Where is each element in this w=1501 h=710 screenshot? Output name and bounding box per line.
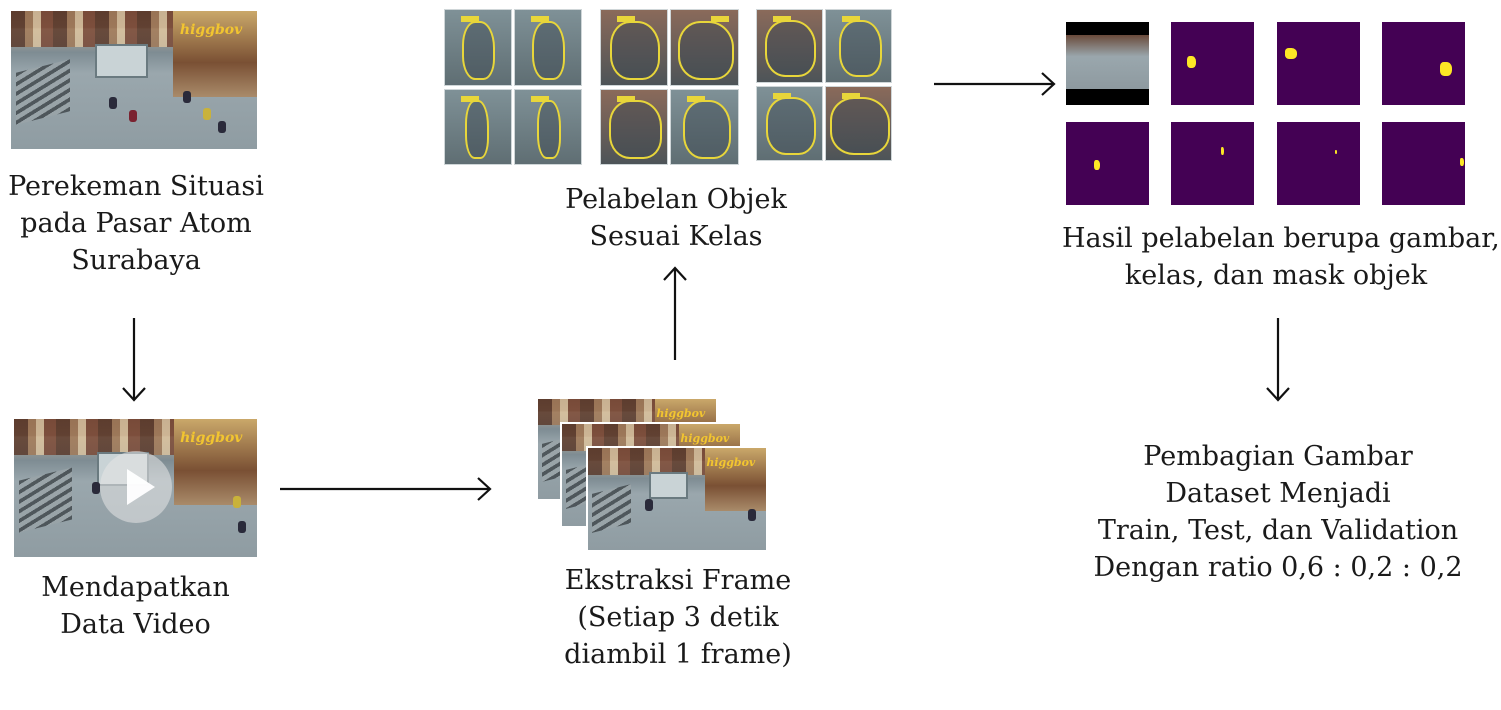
labeled-thumbnail — [600, 9, 668, 86]
caption-line: (Setiap 3 detik — [577, 602, 779, 633]
caption-line: Ekstraksi Frame — [564, 565, 792, 596]
video-thumbnail: higgbov — [14, 419, 257, 557]
video-caption: Mendapatkan Data Video — [14, 569, 257, 643]
extracted-frame: higgbov — [588, 448, 766, 550]
labeled-thumbnail — [514, 89, 582, 165]
recording-caption: Perekeman Situasi pada Pasar Atom Suraba… — [0, 168, 272, 279]
caption-line: kelas, dan mask objek — [1124, 260, 1428, 291]
result-caption: Hasil pelabelan berupa gambar, kelas, da… — [1062, 220, 1500, 294]
caption-line: Pembagian Gambar — [1143, 441, 1413, 472]
mall-recording-image: higgbov — [11, 11, 257, 149]
mask-image — [1277, 122, 1360, 205]
caption-line: Dengan ratio 0,6 : 0,2 : 0,2 — [1093, 552, 1463, 583]
caption-line: Dataset Menjadi — [1165, 478, 1391, 509]
labeled-thumbnail — [444, 89, 512, 165]
caption-line: Hasil pelabelan berupa gambar, — [1062, 223, 1500, 254]
labeled-thumbnail — [670, 9, 739, 86]
labeled-thumbnail — [514, 9, 582, 86]
mask-image — [1277, 22, 1360, 105]
caption-line: Sesuai Kelas — [589, 221, 763, 252]
mask-image — [1171, 122, 1254, 205]
arrow-right-icon — [934, 72, 1056, 96]
play-icon — [100, 451, 172, 523]
caption-line: Data Video — [60, 609, 211, 640]
arrow-down-icon — [1266, 318, 1290, 402]
labeled-thumbnail — [756, 86, 823, 161]
labeled-thumbnail — [825, 86, 892, 161]
mask-image — [1171, 22, 1254, 105]
extraction-caption: Ekstraksi Frame (Setiap 3 detik diambil … — [540, 562, 816, 673]
source-image — [1066, 22, 1149, 105]
caption-line: Train, Test, dan Validation — [1097, 515, 1459, 546]
caption-line: Pelabelan Objek — [565, 184, 787, 215]
mask-image — [1066, 122, 1149, 205]
labeled-thumbnail — [670, 89, 739, 165]
arrow-up-icon — [663, 266, 687, 360]
labeled-thumbnail — [444, 9, 512, 86]
arrow-right-icon — [280, 477, 492, 501]
caption-line: pada Pasar Atom — [20, 208, 252, 239]
caption-line: Surabaya — [71, 245, 201, 276]
mask-image — [1382, 22, 1465, 105]
caption-line: diambil 1 frame) — [564, 639, 792, 670]
labeling-caption: Pelabelan Objek Sesuai Kelas — [540, 181, 812, 255]
caption-line: Perekeman Situasi — [8, 171, 264, 202]
labeled-thumbnail — [756, 9, 823, 83]
split-caption: Pembagian Gambar Dataset Menjadi Train, … — [1080, 438, 1476, 586]
mask-image — [1382, 122, 1465, 205]
caption-line: Mendapatkan — [41, 572, 230, 603]
arrow-down-icon — [122, 318, 146, 402]
labeled-thumbnail — [600, 89, 668, 165]
labeled-thumbnail — [825, 9, 892, 83]
